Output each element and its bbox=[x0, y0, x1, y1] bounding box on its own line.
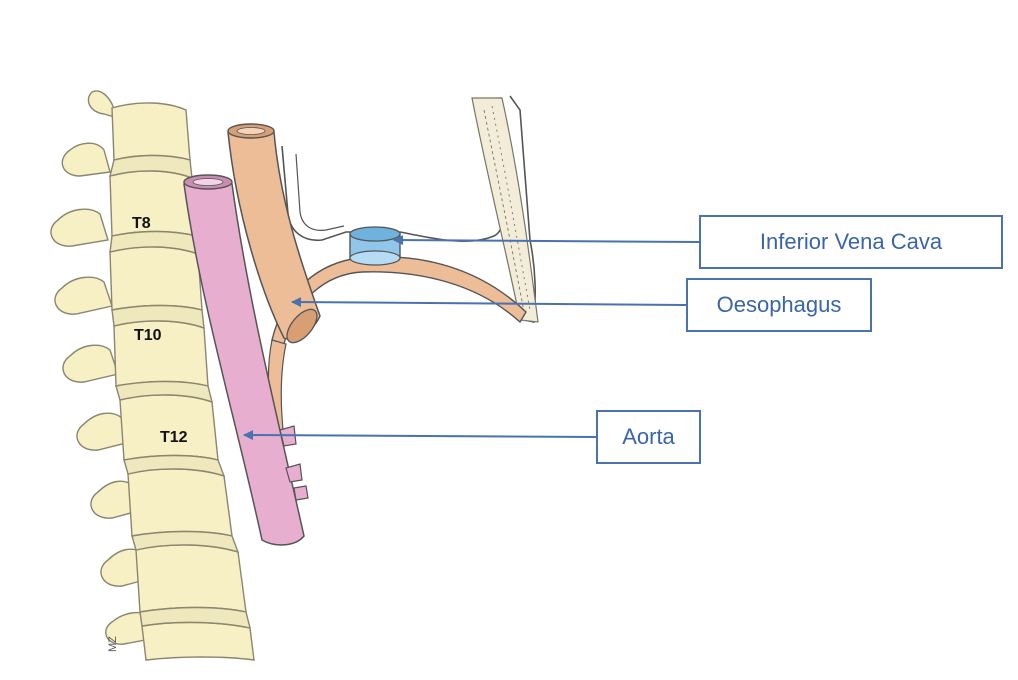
ivc-arrow bbox=[393, 235, 700, 246]
aorta bbox=[183, 174, 309, 546]
vertebra-t12 bbox=[127, 468, 233, 537]
callout-oesophagus: Oesophagus bbox=[686, 278, 872, 332]
vertebra-t11 bbox=[119, 394, 219, 461]
vertebra-t7 bbox=[111, 102, 191, 161]
vertebra-t9 bbox=[109, 246, 203, 311]
vertebra-label-t8: T8 bbox=[132, 215, 151, 232]
inferior-vena-cava bbox=[349, 226, 401, 266]
vertebral-column bbox=[50, 90, 255, 661]
artist-signature: MZ bbox=[107, 636, 119, 652]
vertebra-label-t12: T12 bbox=[160, 429, 188, 446]
oesophagus-arrow bbox=[291, 297, 687, 308]
callout-aorta: Aorta bbox=[596, 410, 701, 464]
vertebra-label-t10: T10 bbox=[134, 327, 162, 344]
vertebra-l2 bbox=[141, 621, 255, 661]
vertebra-t8 bbox=[109, 170, 197, 237]
oesophagus bbox=[227, 123, 321, 344]
diaphragm bbox=[267, 95, 539, 441]
vertebra-l1 bbox=[135, 544, 247, 613]
aorta-arrow bbox=[243, 430, 597, 441]
callout-inferior-vena-cava: Inferior Vena Cava bbox=[699, 215, 1003, 269]
